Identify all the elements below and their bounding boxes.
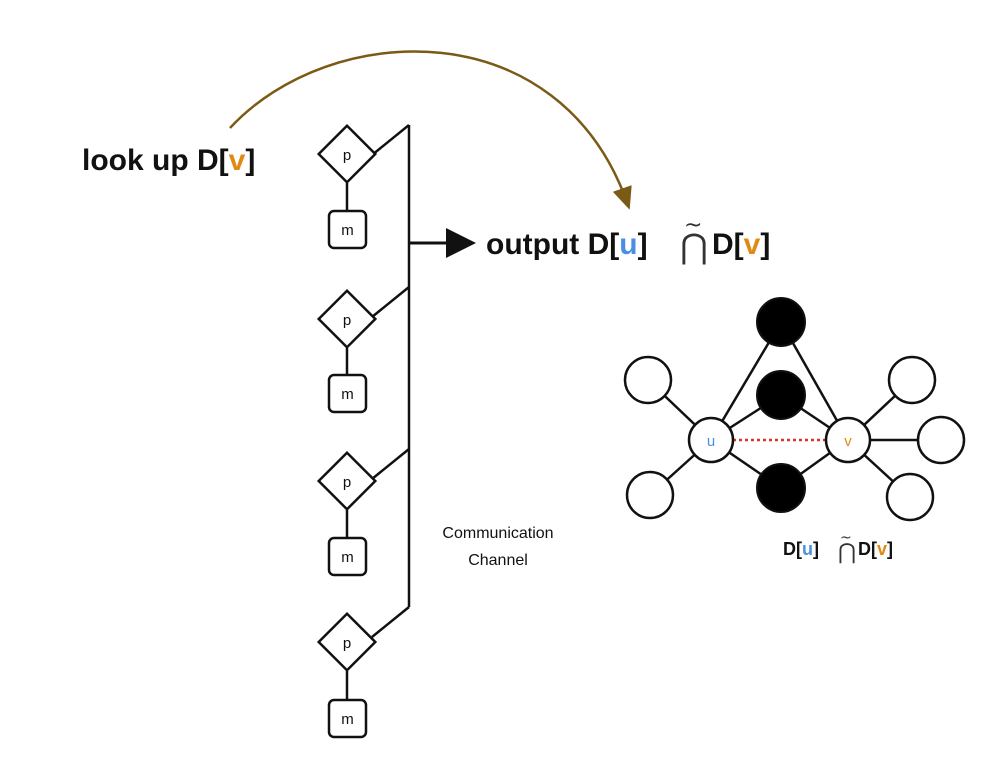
processor-unit-2: p m xyxy=(316,286,410,414)
output-label-second: D[v] xyxy=(712,228,770,261)
graph-illustration: u v xyxy=(623,297,966,522)
processor-diamond xyxy=(316,450,378,512)
processor-label: p xyxy=(343,147,351,164)
lookup-label: look up D[v] xyxy=(82,144,255,177)
graph-node-filled xyxy=(756,463,806,513)
processor-diamond xyxy=(316,288,378,350)
graph-node-hollow xyxy=(916,415,966,465)
graph-caption-second: D[v] xyxy=(858,539,893,559)
processor-unit-3: p m xyxy=(316,448,410,577)
memory-box xyxy=(327,698,368,739)
memory-box xyxy=(327,209,368,250)
processor-unit-1: p m xyxy=(316,123,410,250)
memory-label: m xyxy=(341,549,354,566)
channel-label-line1: Communication xyxy=(442,525,553,542)
intersection-tilde: ~ xyxy=(684,213,702,238)
graph-caption-operator: ⋂ xyxy=(838,540,856,565)
graph-caption: D[u] xyxy=(783,539,819,559)
graph-node-u xyxy=(687,416,735,464)
processor-unit-4: p m xyxy=(316,606,410,739)
memory-box xyxy=(327,536,368,577)
memory-label: m xyxy=(341,386,354,403)
processor-diamond xyxy=(316,123,378,185)
memory-label: m xyxy=(341,711,354,728)
graph-node-u-label: u xyxy=(707,433,715,450)
graph-node-hollow xyxy=(887,355,937,405)
processor-label: p xyxy=(343,635,351,652)
lookup-arc-arrow xyxy=(229,50,632,210)
processor-label: p xyxy=(343,312,351,329)
graph-node-filled xyxy=(756,370,806,420)
output-label: output D[u] xyxy=(486,228,648,261)
processor-diamond xyxy=(316,611,378,673)
intersection-operator: ⋂ xyxy=(680,227,708,267)
memory-box xyxy=(327,373,368,414)
graph-node-hollow xyxy=(623,355,673,405)
graph-node-hollow xyxy=(885,472,935,522)
graph-node-hollow xyxy=(625,470,675,520)
graph-node-filled xyxy=(756,297,806,347)
memory-label: m xyxy=(341,222,354,239)
graph-node-v-label: v xyxy=(844,433,852,450)
graph-node-v xyxy=(824,416,872,464)
processor-label: p xyxy=(343,474,351,491)
channel-label-line2: Channel xyxy=(468,552,528,569)
graph-caption-tilde: ~ xyxy=(840,530,852,546)
